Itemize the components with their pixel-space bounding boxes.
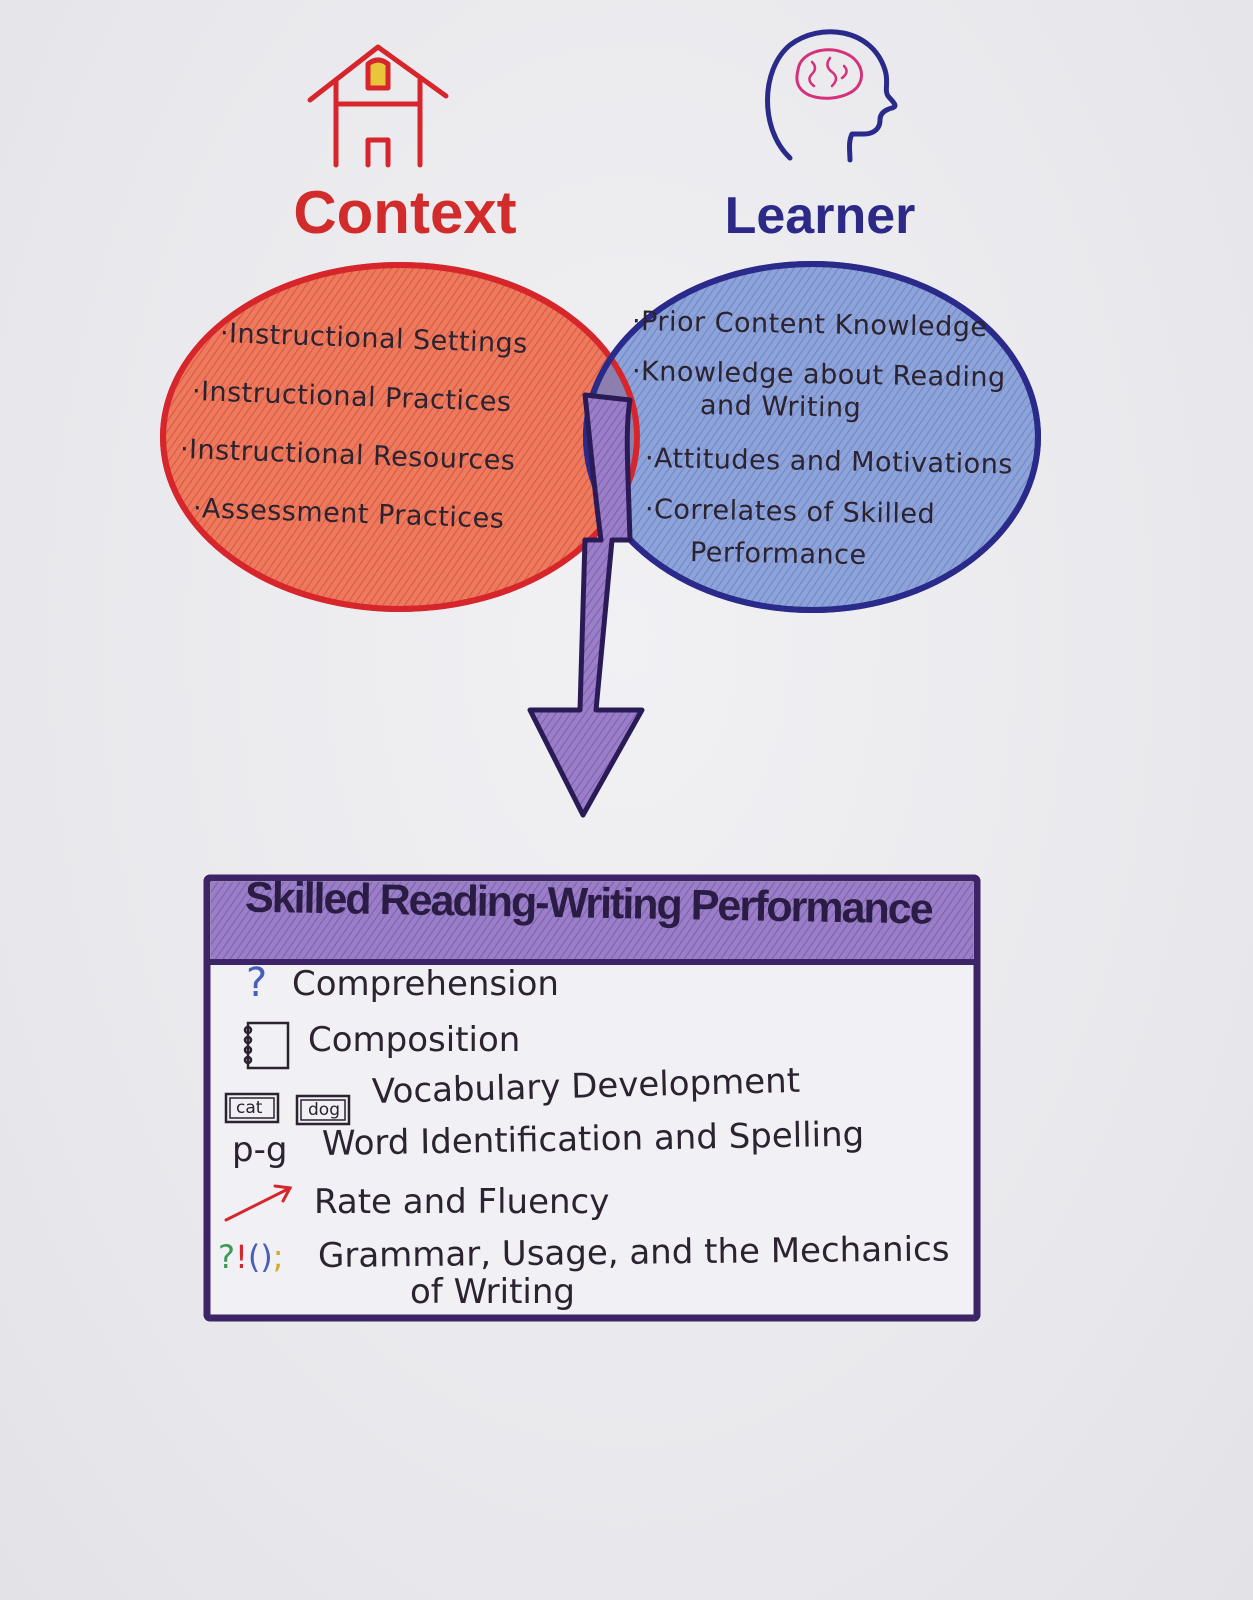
- notebook-icon: [243, 1021, 290, 1070]
- learner-item: ·Prior Content Knowledge: [631, 306, 988, 344]
- performance-item: Composition: [308, 1020, 521, 1060]
- performance-item-continued: of Writing: [410, 1272, 576, 1312]
- performance-item: Comprehension: [292, 964, 559, 1004]
- learner-item: ·Knowledge about Reading: [631, 356, 1006, 394]
- down-arrow-icon: [527, 392, 645, 818]
- learner-item: ·Attitudes and Motivations: [644, 443, 1014, 481]
- context-title: Context: [293, 179, 517, 246]
- performance-item: Rate and Fluency: [314, 1182, 610, 1222]
- learner-title: Learner: [724, 187, 916, 245]
- letters-icon: p-g: [232, 1130, 288, 1170]
- performance-box: [203, 874, 981, 1322]
- question-mark-icon: ?: [246, 960, 268, 1006]
- rising-arrow-icon: [224, 1184, 293, 1222]
- learner-item: Performance: [689, 537, 867, 572]
- learner-item: and Writing: [699, 390, 862, 424]
- card-word: dog: [308, 1100, 340, 1120]
- performance-item: Grammar, Usage, and the Mechanics: [317, 1229, 950, 1276]
- schoolhouse-icon: [307, 44, 449, 168]
- card-word: cat: [236, 1098, 263, 1118]
- learner-item: ·Correlates of Skilled: [644, 494, 936, 531]
- head-with-brain-icon: [765, 29, 898, 163]
- punctuation-icon: ?!();: [218, 1238, 284, 1276]
- word-cards-icon: [224, 1092, 351, 1126]
